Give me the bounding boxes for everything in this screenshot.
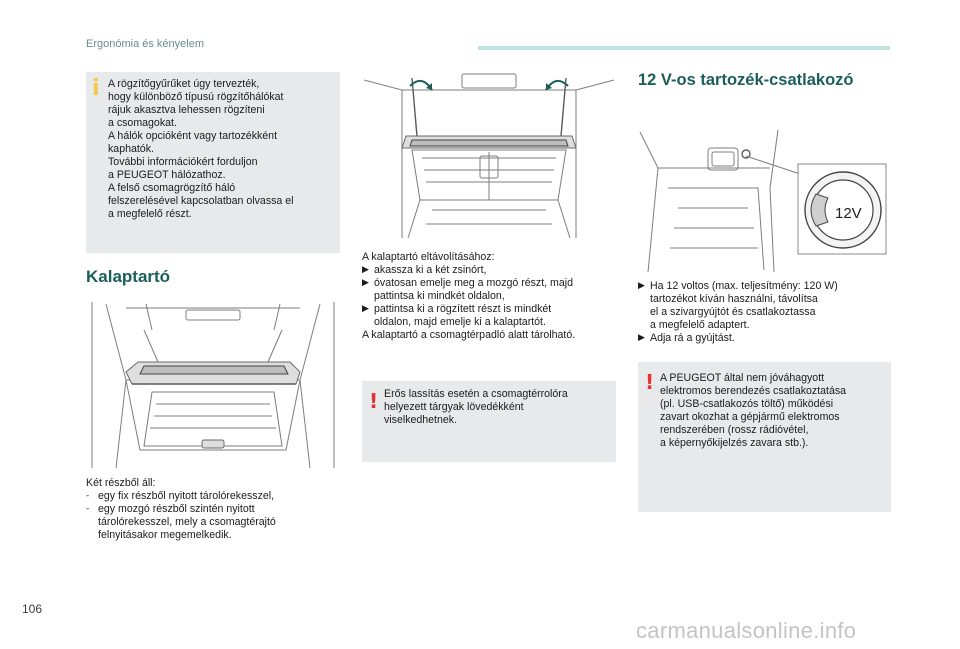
- text-line: További információkért forduljon: [108, 156, 258, 168]
- bullet-icon: ▶︎: [362, 304, 369, 314]
- info-box: i A rögzítőgyűrűket úgy tervezték,hogy k…: [86, 72, 340, 253]
- text-line: rájuk akasztva lehessen rögzíteni: [108, 104, 265, 116]
- parcel-shelf-removal-illustration: [363, 73, 615, 239]
- list-item-line: tárolórekesszel, mely a csomagtérajtó: [98, 516, 276, 528]
- running-header: Ergonómia és kényelem: [86, 38, 205, 50]
- info-icon: i: [92, 76, 100, 101]
- kalaptarto-intro: Két részből áll:: [86, 477, 156, 489]
- text-line: kaphatók.: [108, 143, 154, 155]
- list-item-line: tartozékot kíván használni, távolítsa: [650, 293, 818, 305]
- text-line: A PEUGEOT által nem jóváhagyott: [660, 372, 825, 384]
- bullet-icon: ▶︎: [362, 265, 369, 275]
- section-title-kalaptarto: Kalaptartó: [86, 267, 171, 286]
- bullet-icon: -: [86, 491, 90, 501]
- warning-icon: !: [369, 389, 379, 413]
- kalaptarto-list: -egy fix részből nyitott tárolórekesszel…: [86, 490, 276, 542]
- removal-intro: A kalaptartó eltávolításához:: [362, 251, 495, 263]
- socket-list: ▶︎ Ha 12 voltos (max. teljesítmény: 120 W…: [638, 280, 838, 345]
- list-item-line: pattintsa ki a rögzített részt is mindké…: [374, 303, 552, 315]
- list-item: ▶︎ pattintsa ki a rögzített részt is mind…: [362, 303, 573, 329]
- accessory-socket-illustration: 12V: [639, 129, 887, 273]
- socket-label: 12V: [835, 205, 862, 222]
- list-item-line: egy fix részből nyitott tárolórekesszel,: [98, 490, 275, 502]
- list-item-line: pattintsa ki mindkét oldalon,: [374, 290, 505, 302]
- bullet-icon: ▶︎: [362, 278, 369, 288]
- list-item: ▶︎ Ha 12 voltos (max. teljesítmény: 120 W…: [638, 280, 838, 332]
- watermark: carmanualsonline.info: [636, 618, 857, 643]
- list-item-line: óvatosan emelje meg a mozgó részt, majd: [374, 277, 574, 289]
- text-line: Erős lassítás esetén a csomagtérrolóra: [384, 388, 568, 400]
- list-item-line: egy mozgó részből szintén nyitott: [98, 503, 255, 515]
- text-line: A rögzítőgyűrűket úgy tervezték,: [108, 78, 260, 90]
- text-line: a PEUGEOT hálózathoz.: [108, 169, 226, 181]
- section-title-12v: 12 V-os tartozék-csatlakozó: [638, 71, 854, 89]
- warning-icon: !: [645, 370, 655, 394]
- parcel-shelf-illustration: [91, 302, 335, 469]
- page-number: 106: [22, 602, 43, 616]
- list-item-line: felnyitásakor megemelkedik.: [98, 529, 232, 541]
- text-line: A felső csomagrögzítő háló: [108, 182, 236, 194]
- text-line: viselkedhetnek.: [384, 414, 458, 426]
- text-line: hogy különböző típusú rögzítőhálókat: [108, 91, 284, 103]
- text-line: felszerelésével kapcsolatban olvassa el: [108, 195, 294, 207]
- removal-list: ▶︎ akassza ki a két zsinórt, ▶︎ óvatosan em…: [362, 264, 573, 329]
- text-line: a megfelelő részt.: [108, 208, 192, 220]
- text-line: helyezett tárgyak lövedékként: [384, 401, 524, 413]
- text-line: rendszerében (rossz rádióvétel,: [660, 424, 809, 436]
- list-item: ▶︎ Adja rá a gyújtást.: [638, 332, 838, 345]
- text-line: (pl. USB-csatlakozós töltő) működési: [660, 398, 834, 410]
- text-line: a képernyőkijelzés zavara stb.).: [660, 437, 809, 449]
- bullet-icon: ▶︎: [638, 281, 645, 291]
- list-item: -egy fix részből nyitott tárolórekesszel…: [86, 490, 276, 503]
- bullet-icon: ▶︎: [638, 333, 645, 343]
- list-item-line: Ha 12 voltos (max. teljesítmény: 120 W): [650, 280, 838, 292]
- text-line: zavart okozhat a gépjármű elektromos: [660, 411, 840, 423]
- bullet-icon: -: [86, 504, 90, 514]
- text-line: A hálók opcióként vagy tartozékként: [108, 130, 278, 142]
- text-line: elektromos berendezés csatlakoztatása: [660, 385, 847, 397]
- list-item-line: el a szivargyújtót és csatlakoztassa: [650, 306, 816, 318]
- header-bar: [478, 46, 890, 50]
- list-item-line: a megfelelő adaptert.: [650, 319, 750, 331]
- list-item-line: akassza ki a két zsinórt,: [374, 264, 487, 276]
- list-item: ▶︎ akassza ki a két zsinórt,: [362, 264, 573, 277]
- list-item-line: Adja rá a gyújtást.: [650, 332, 735, 344]
- warning-box-deceleration: ! Erős lassítás esetén a csomagtérrolóra…: [362, 381, 616, 462]
- text-line: a csomagokat.: [108, 117, 177, 129]
- removal-footer: A kalaptartó a csomagtérpadló alatt táro…: [362, 329, 576, 341]
- list-item-line: oldalon, majd emelje ki a kalaptartót.: [374, 316, 546, 328]
- info-box-text: A rögzítőgyűrűket úgy tervezték,hogy kül…: [108, 78, 294, 221]
- list-item: ▶︎ óvatosan emelje meg a mozgó részt, maj…: [362, 277, 573, 303]
